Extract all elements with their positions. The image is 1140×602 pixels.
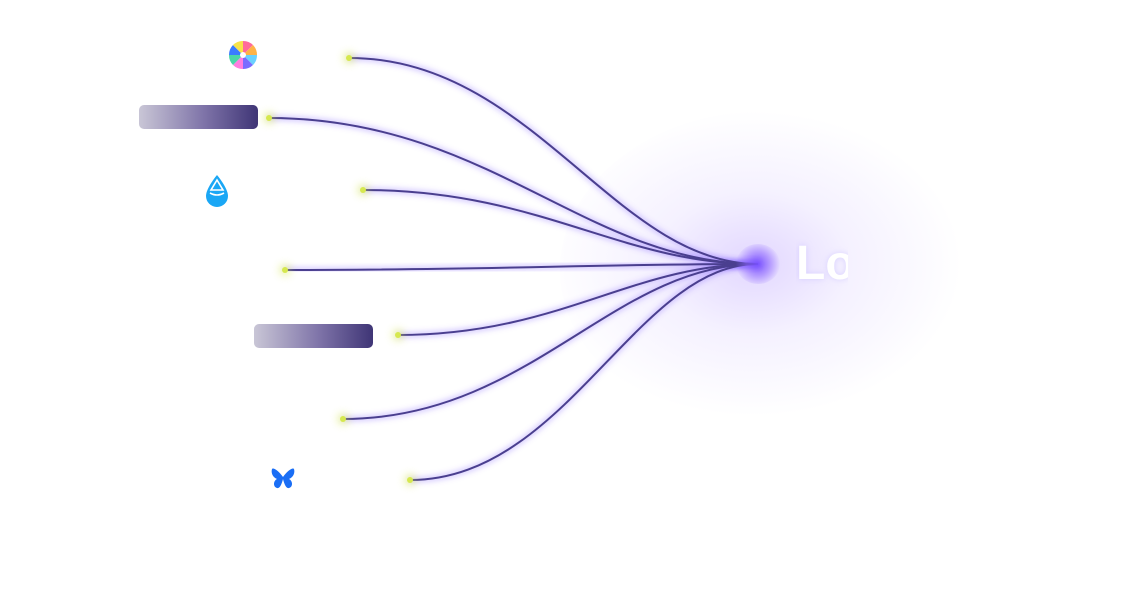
connector-line-1 <box>268 117 759 265</box>
connector-line-6 <box>409 263 759 481</box>
source-0 <box>226 38 260 72</box>
source-6 <box>266 461 300 495</box>
source-4-pill <box>254 324 373 348</box>
endpoint-dot-6 <box>407 477 413 483</box>
endpoint-dot-4 <box>395 332 401 338</box>
endpoint-dot-3 <box>282 267 288 273</box>
endpoint-dot-5 <box>340 416 346 422</box>
pinwheel-logo-icon <box>228 40 258 70</box>
connector-line-2 <box>362 189 759 265</box>
source-2 <box>200 174 234 208</box>
source-1-pill <box>139 105 258 129</box>
endpoint-dot-2 <box>360 187 366 193</box>
water-drop-logo-icon <box>206 175 228 207</box>
connector-glow-5 <box>342 261 759 422</box>
connector-line-4 <box>397 263 759 336</box>
hub-node <box>736 244 780 284</box>
connector-line-5 <box>342 263 759 420</box>
connector-line-0 <box>348 57 759 265</box>
hub-label: Lo <box>796 237 848 290</box>
connector-glow-4 <box>397 261 759 338</box>
connector-glow-0 <box>348 55 759 267</box>
connector-line-3 <box>284 263 759 271</box>
butterfly-logo-icon <box>271 468 295 489</box>
endpoint-dot-0 <box>346 55 352 61</box>
connector-glow-1 <box>268 115 759 267</box>
connector-line-layer <box>268 57 759 481</box>
endpoint-dot-1 <box>266 115 272 121</box>
connector-glow-6 <box>409 261 759 483</box>
